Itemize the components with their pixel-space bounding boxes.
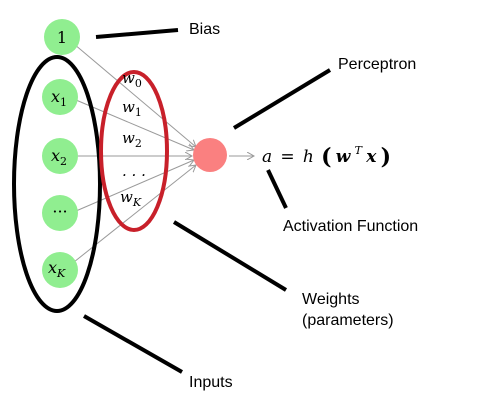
inputs-pointer [83,314,183,374]
connection-x1 [75,99,194,150]
annotation-pointers [83,28,332,374]
bias-node [44,19,80,55]
weight-label-wk: wK [120,188,142,209]
input-node-x1-label: x1 [51,87,67,109]
input-node-xk [42,252,78,288]
weights-annotation-line1: Weights [302,291,360,308]
input-node-x2-label: x2 [51,146,67,168]
input-node-dots-label: ··· [52,202,67,221]
weight-label-w1: w1 [122,98,142,119]
bias-annotation: Bias [189,21,220,38]
activation-pointer [266,169,288,209]
bias-node-label: 1 [57,28,67,47]
activation-function-annotation: Activation Function [283,218,418,235]
annotation-labels: Bias Perceptron Activation Function Weig… [189,21,418,391]
weights-pointer [172,220,288,292]
weight-labels: w0 w1 w2 . . . wK [120,69,146,209]
input-node-dots [42,195,78,231]
connection-bias [73,43,196,147]
bias-pointer [95,28,179,39]
perceptron-node [193,138,227,172]
perceptron-annotation: Perceptron [338,56,416,73]
input-nodes: x1 x2 ··· xK [42,79,78,288]
connection-dots [75,160,194,212]
inputs-ellipse [12,55,102,313]
weight-label-w2: w2 [122,129,142,150]
weights-ellipse [99,70,169,232]
input-node-x2 [42,138,78,174]
input-node-xk-label: xK [48,258,66,280]
inputs-annotation: Inputs [189,374,233,391]
activation-formula: a = h ( w T x ) [262,139,391,170]
weight-label-w0: w0 [122,69,142,90]
perceptron-pointer [232,68,332,130]
input-node-x1 [42,79,78,115]
weights-annotation-line2: (parameters) [302,312,394,329]
weight-label-dots: . . . [122,162,146,180]
